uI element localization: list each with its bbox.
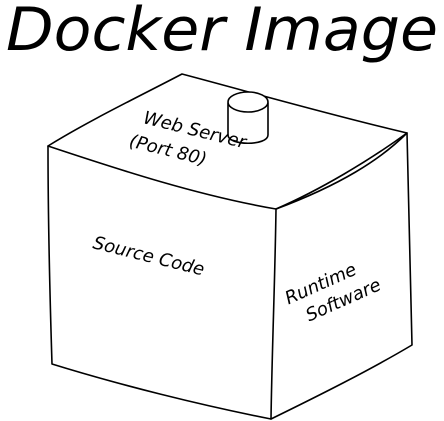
source-code-label: Source Code xyxy=(91,232,207,280)
box-front-face xyxy=(47,145,277,420)
runtime-software-label: Runtime Software xyxy=(282,259,384,326)
diagram-title: Docker Image xyxy=(6,0,438,65)
cylinder-port-icon xyxy=(227,91,269,145)
box-side-face xyxy=(270,132,413,420)
